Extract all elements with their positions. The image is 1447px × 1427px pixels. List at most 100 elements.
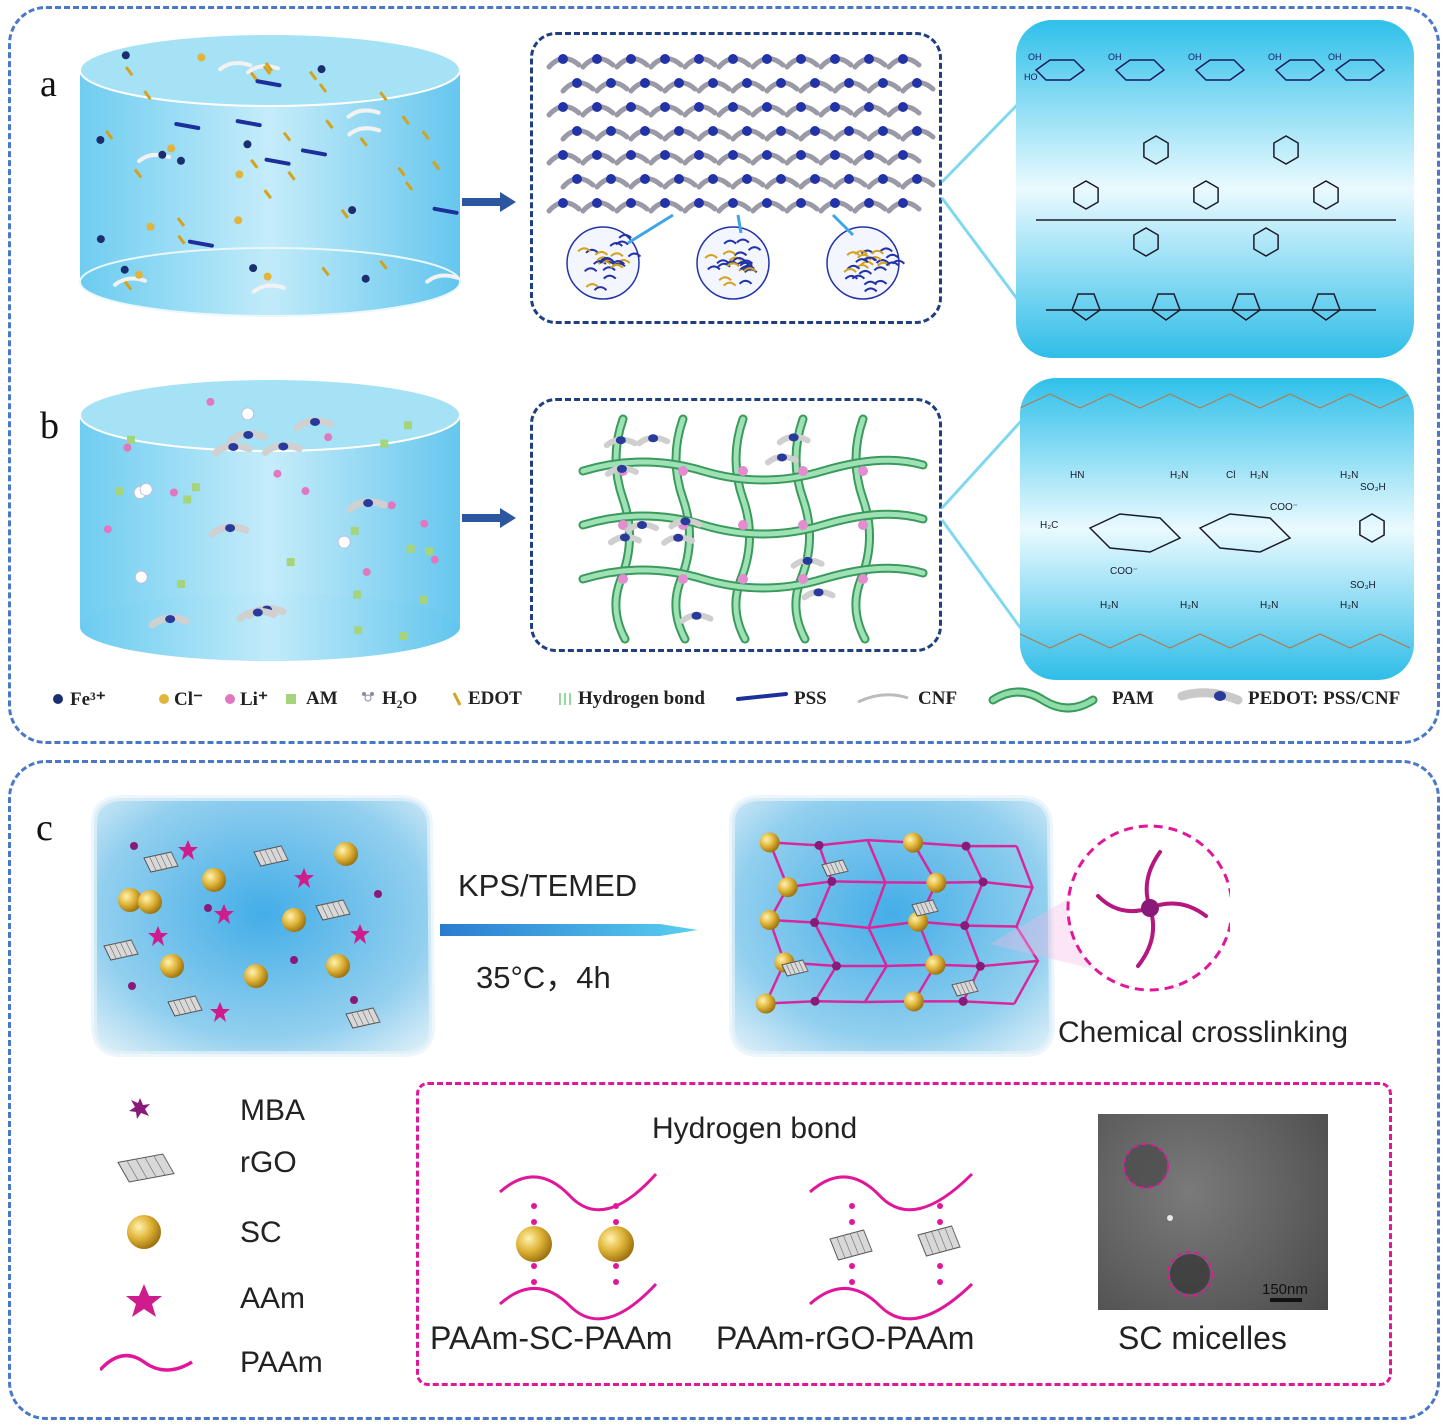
pedot-bead: [165, 615, 176, 624]
edot-mark: [282, 131, 292, 142]
pss-bead: [558, 54, 568, 64]
pss-chain: [174, 122, 201, 131]
rgo-mesh: [367, 1009, 375, 1024]
pss-bead: [898, 150, 908, 160]
globule-strand: [707, 265, 721, 271]
paam-chain: [787, 880, 1033, 889]
fe-ion: [317, 65, 326, 74]
sc-micelle: [777, 877, 798, 898]
am-monomer: [419, 595, 428, 604]
rgo-flake: [951, 979, 979, 997]
pss-bead: [742, 78, 752, 88]
rgo-flake: [911, 899, 939, 917]
edot-mark: [404, 181, 414, 191]
edot-mark: [143, 90, 152, 101]
globule-strand: [627, 252, 642, 258]
globule-strand: [863, 256, 878, 262]
pss-bead: [626, 54, 636, 64]
pss-bead: [796, 102, 806, 112]
crosslink-caption: Chemical crosslinking: [1058, 1016, 1349, 1049]
rgo-flake: [315, 899, 351, 921]
amide-label: H₂N: [1340, 600, 1358, 611]
sc-micelle: [160, 954, 184, 978]
globule-strand: [846, 264, 861, 270]
rgo-mesh: [259, 850, 267, 865]
pedot-bead: [225, 524, 236, 533]
rgo-mesh: [790, 962, 796, 975]
rgo-mesh: [178, 999, 186, 1014]
rgo-mesh: [825, 863, 832, 876]
rgo-mesh: [160, 854, 168, 869]
pedot-bead: [776, 453, 787, 462]
pss-bead: [660, 150, 670, 160]
mba-crosslinker: [827, 876, 837, 886]
rgo-mesh: [802, 959, 809, 972]
cl-ion: [234, 216, 243, 225]
am-monomer: [191, 483, 200, 492]
pss-bead: [660, 198, 670, 208]
paam-chain: [1013, 845, 1040, 1005]
hydrogen-bond-box: [416, 1082, 1392, 1386]
rgo-mesh: [836, 1237, 846, 1259]
edot-mark: [262, 65, 272, 75]
edot-mark: [123, 280, 133, 291]
fe-ion: [96, 135, 105, 144]
pss-bead: [878, 126, 888, 136]
cylinder-b: [79, 378, 461, 661]
pedot-bead: [637, 521, 648, 530]
rgo-flake: [103, 939, 139, 961]
globule-strand: [732, 257, 746, 262]
benzene-ring: [1273, 135, 1299, 165]
edot-mark: [177, 234, 186, 245]
li-ion: [206, 397, 215, 406]
rgo-mesh: [326, 903, 334, 918]
pss-bead: [864, 150, 874, 160]
sc-micelle: [759, 832, 780, 853]
globule-strand: [600, 257, 615, 263]
rgo-mesh: [275, 847, 283, 862]
reaction-arrow: [440, 924, 698, 936]
mba-crosslinker: [810, 918, 820, 928]
legend-sc: SC: [240, 1216, 282, 1249]
edot-mark: [249, 71, 259, 82]
pedot-bead: [228, 442, 239, 451]
globule-strand: [585, 248, 599, 254]
rgo-mesh: [356, 1011, 364, 1026]
globule-strand: [722, 281, 737, 287]
pedot-bead: [243, 430, 254, 439]
pss-bead: [912, 78, 922, 88]
globule-strand: [723, 239, 737, 245]
globule-strand: [863, 280, 878, 286]
rgo-mesh: [937, 1229, 947, 1251]
fe-ion: [249, 264, 258, 273]
edot-mark: [431, 160, 441, 171]
water-cluster: [139, 482, 153, 496]
rgo-mesh: [798, 960, 805, 973]
rgo-mesh: [125, 941, 133, 956]
rgo-sheet: [781, 959, 809, 977]
pss-bead: [844, 126, 854, 136]
pam-chain-highlight: [580, 457, 926, 483]
globule-strand: [594, 250, 609, 256]
crosslink-node: [858, 574, 868, 584]
li-ion: [301, 487, 310, 496]
edot-mark: [379, 91, 388, 102]
am-monomer: [126, 435, 135, 444]
pss-bead: [694, 198, 704, 208]
rgo-flake: [821, 859, 849, 877]
mba-crosslinker: [350, 996, 358, 1004]
amide-label: H₂N: [1100, 600, 1118, 611]
am-monomer: [380, 439, 389, 448]
crosslink-node: [798, 574, 808, 584]
glucose-ring: [1334, 59, 1386, 81]
pss-bead: [626, 102, 636, 112]
globule-strand: [603, 274, 617, 280]
rgo-mesh: [944, 1227, 954, 1249]
pedot-bead: [788, 433, 799, 442]
sc-micelle: [926, 872, 947, 893]
globule-strand: [602, 266, 616, 272]
edot-mark: [308, 70, 318, 81]
so3h-label: SO₃H: [1350, 580, 1376, 591]
rgo-mesh: [931, 1231, 941, 1253]
